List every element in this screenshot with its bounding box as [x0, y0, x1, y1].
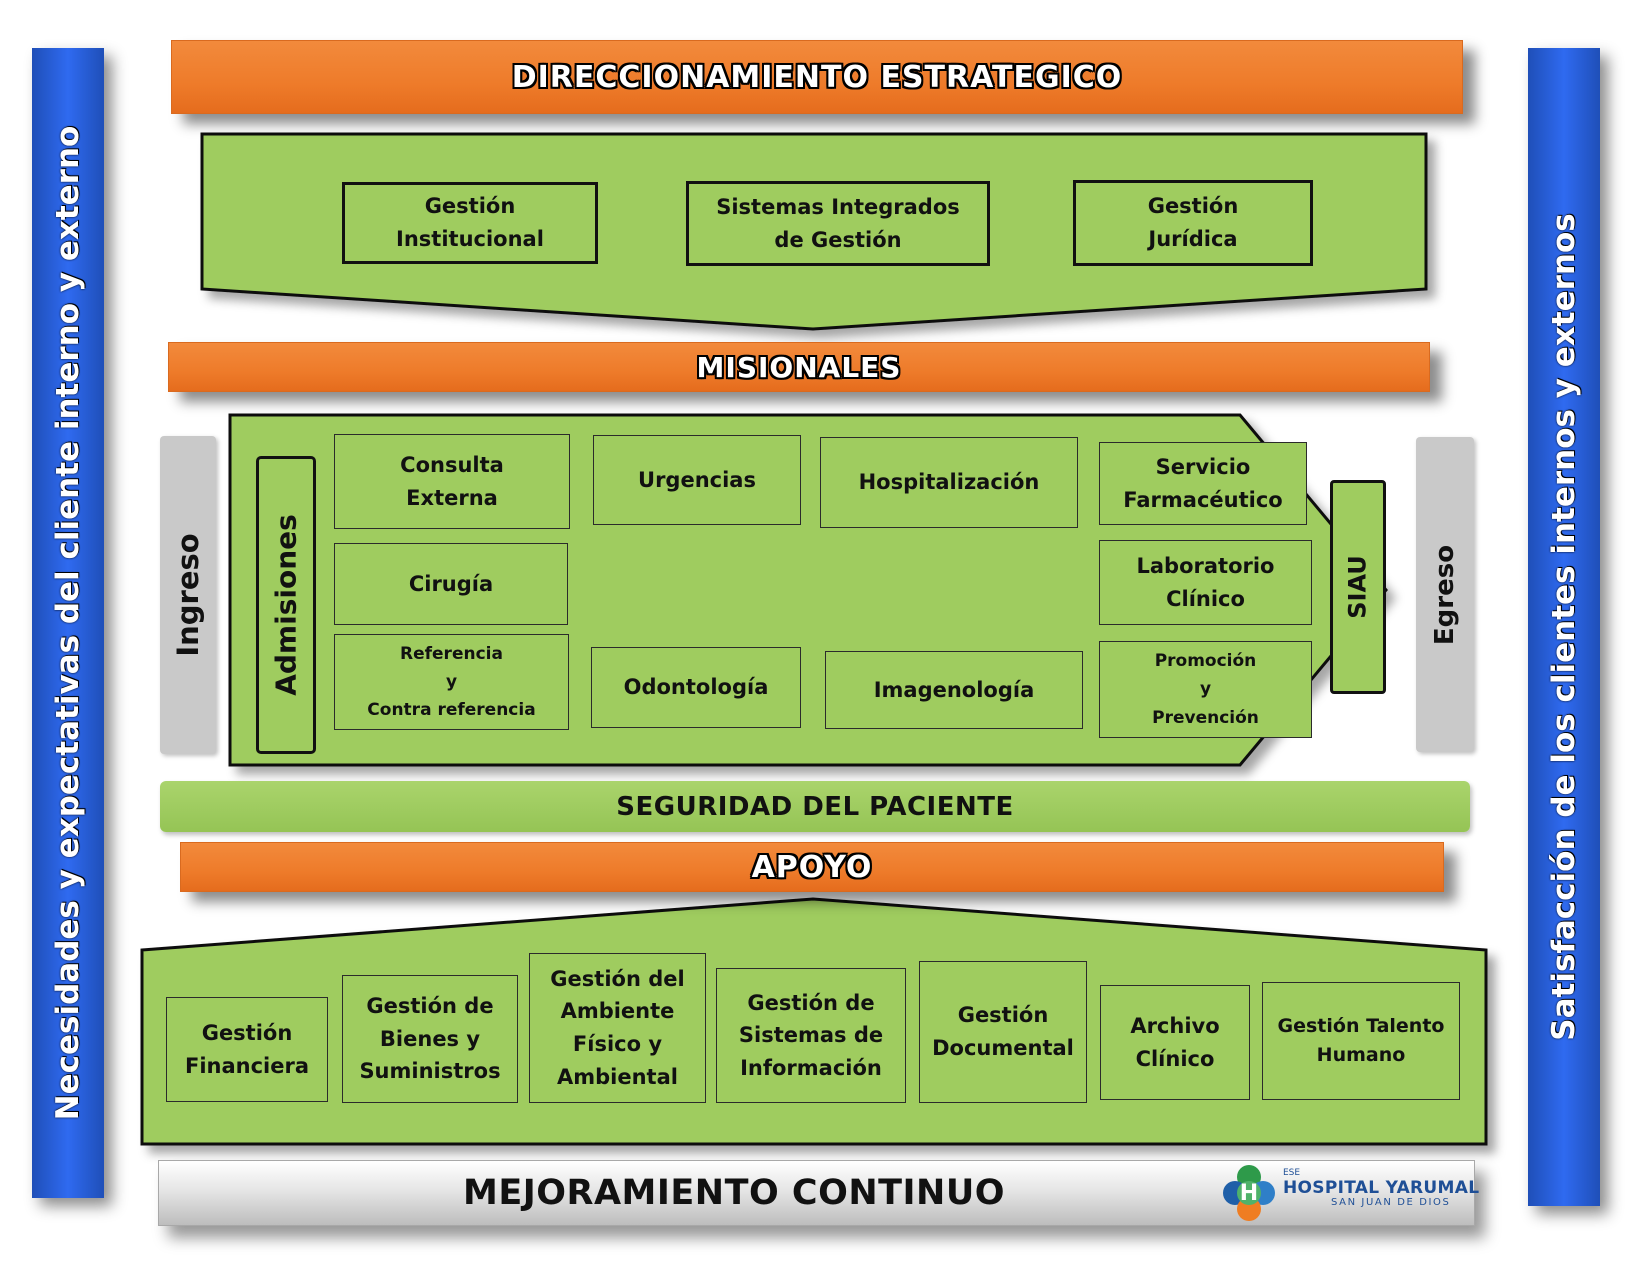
- strategic-process-2: Sistemas Integrados de Gestión: [686, 181, 990, 266]
- missional-header: MISIONALES: [168, 342, 1430, 392]
- left-banner-text: Necesidades y expectativas del cliente i…: [50, 125, 86, 1121]
- missional-process-referencia: Referencia y Contra referencia: [334, 634, 569, 730]
- missional-process-hospitalizacion: Hospitalización: [820, 437, 1078, 528]
- improvement-label: MEJORAMIENTO CONTINUO: [462, 1173, 1005, 1213]
- improvement-label-wrap: MEJORAMIENTO CONTINUO: [159, 1161, 1159, 1225]
- missional-process-servicio-farmaceutico: Servicio Farmacéutico: [1099, 442, 1307, 525]
- patient-safety-label: SEGURIDAD DEL PACIENTE: [616, 791, 1014, 822]
- support-process-7: Gestión Talento Humano: [1262, 982, 1460, 1100]
- admisiones-label: Admisiones: [269, 514, 303, 696]
- missional-process-imagenologia: Imagenología: [825, 651, 1083, 729]
- improvement-bar: MEJORAMIENTO CONTINUO H ESE HOSPITAL YAR…: [158, 1160, 1479, 1226]
- strategic-process-1: Gestión Institucional: [342, 182, 598, 264]
- support-header-text: APOYO: [751, 849, 873, 885]
- support-process-6: Archivo Clínico: [1100, 985, 1250, 1100]
- ingreso-bar: Ingreso: [160, 436, 216, 754]
- left-banner: Necesidades y expectativas del cliente i…: [32, 48, 104, 1198]
- egreso-label: Egreso: [1430, 544, 1460, 645]
- egreso-bar: Egreso: [1416, 437, 1474, 752]
- siau-label: SIAU: [1343, 555, 1372, 619]
- missional-process-cirugia: Cirugía: [334, 543, 568, 625]
- support-process-5: Gestión Documental: [919, 961, 1087, 1103]
- support-process-3: Gestión del Ambiente Físico y Ambiental: [529, 953, 706, 1103]
- strategic-process-3: Gestión Jurídica: [1073, 180, 1313, 266]
- hospital-logo-letter: H: [1239, 1180, 1259, 1206]
- hospital-logo-prefix: ESE: [1283, 1168, 1301, 1178]
- missional-process-laboratorio-clinico: Laboratorio Clínico: [1099, 540, 1312, 625]
- missional-process-consulta-externa: Consulta Externa: [334, 434, 570, 529]
- strategic-header: DIRECCIONAMIENTO ESTRATEGICO: [171, 40, 1463, 114]
- missional-process-urgencias: Urgencias: [593, 435, 801, 525]
- hospital-logo-icon: H: [1219, 1163, 1279, 1223]
- hospital-logo-text: ESE HOSPITAL YARUMAL SAN JUAN DE DIOS: [1283, 1168, 1483, 1220]
- missional-process-odontologia: Odontología: [591, 647, 801, 728]
- strategic-header-text: DIRECCIONAMIENTO ESTRATEGICO: [511, 59, 1123, 95]
- admisiones-box: Admisiones: [256, 456, 316, 754]
- hospital-logo-emblem: [1223, 1165, 1275, 1221]
- hospital-logo-subtitle: SAN JUAN DE DIOS: [1331, 1197, 1451, 1208]
- right-banner-text: Satisfacción de los clientes internos y …: [1546, 213, 1582, 1041]
- right-banner: Satisfacción de los clientes internos y …: [1528, 48, 1600, 1206]
- siau-box: SIAU: [1330, 480, 1386, 694]
- missional-header-text: MISIONALES: [696, 350, 902, 384]
- missional-process-promocion: Promoción y Prevención: [1099, 641, 1312, 738]
- support-process-2: Gestión de Bienes y Suministros: [342, 975, 518, 1103]
- support-process-4: Gestión de Sistemas de Información: [716, 968, 906, 1103]
- ingreso-label: Ingreso: [171, 533, 205, 657]
- support-process-1: Gestión Financiera: [166, 997, 328, 1102]
- patient-safety-bar: SEGURIDAD DEL PACIENTE: [160, 781, 1470, 832]
- support-header: APOYO: [180, 842, 1444, 892]
- hospital-logo-name: HOSPITAL YARUMAL: [1283, 1178, 1480, 1198]
